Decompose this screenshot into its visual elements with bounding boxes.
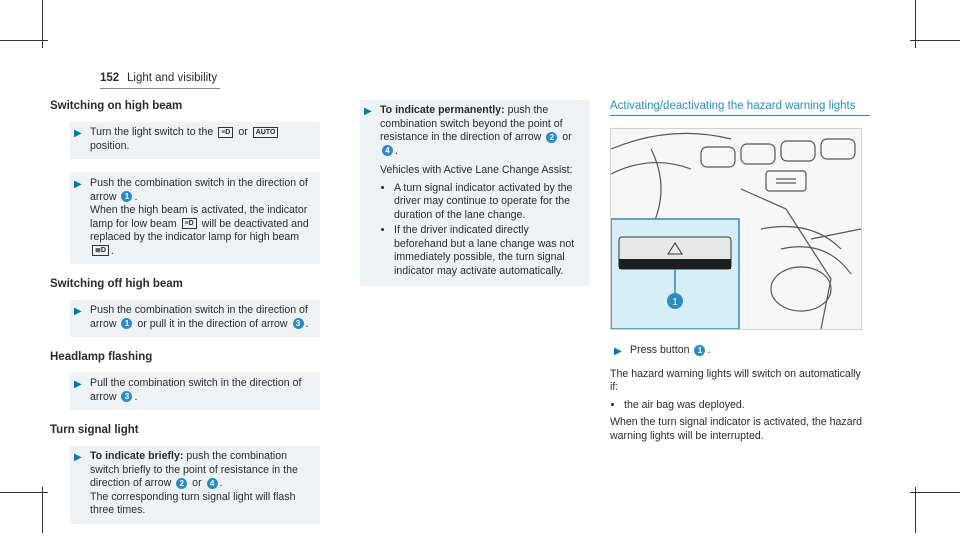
high-beam-icon: ≣D bbox=[92, 245, 109, 257]
heading-headlamp-flashing: Headlamp flashing bbox=[50, 351, 153, 363]
crop-mark bbox=[42, 487, 43, 533]
crop-mark bbox=[0, 40, 48, 41]
crop-mark bbox=[0, 492, 48, 493]
arrow-icon: ▶ bbox=[74, 306, 82, 317]
step-bold: To indicate briefly: bbox=[90, 450, 184, 462]
arrow-icon: ▶ bbox=[74, 452, 82, 463]
marker-4: 4 bbox=[206, 477, 218, 489]
list-item: the air bag was deployed. bbox=[624, 399, 870, 413]
step-press-button: ▶ Press button 1. bbox=[614, 344, 711, 357]
step-text: Pull the combination switch in the direc… bbox=[90, 377, 302, 403]
auto-on-list: the air bag was deployed. bbox=[610, 399, 870, 413]
low-beam-icon: ≡D bbox=[218, 126, 234, 138]
auto-light-icon: AUTO bbox=[252, 126, 279, 138]
step-bold: To indicate permanently: bbox=[380, 104, 505, 116]
low-beam-icon: ≡D bbox=[181, 218, 197, 230]
paragraph-interrupt: When the turn signal indicator is activa… bbox=[610, 416, 863, 442]
step-text: or bbox=[192, 477, 202, 489]
step-text: Turn the light switch to the bbox=[90, 126, 214, 138]
hazard-button-illustration: 1 bbox=[610, 128, 862, 330]
step-indicate-briefly: ▶ To indicate briefly: push the combinat… bbox=[70, 446, 320, 524]
crop-mark bbox=[915, 487, 916, 533]
marker-4: 4 bbox=[382, 145, 393, 157]
step-turn-switch: ▶ Turn the light switch to the ≡D or AUT… bbox=[70, 122, 320, 159]
list-item: If the driver indicated directly beforeh… bbox=[394, 224, 584, 278]
step-text: When the high beam is activated, the ind… bbox=[90, 204, 308, 230]
heading-high-beam-on: Switching on high beam bbox=[50, 100, 183, 112]
crop-mark bbox=[910, 40, 960, 41]
crop-mark bbox=[910, 492, 960, 493]
arrow-icon: ▶ bbox=[364, 106, 372, 117]
marker-3: 3 bbox=[292, 318, 304, 330]
step-text: or bbox=[238, 126, 248, 138]
marker-2: 2 bbox=[546, 131, 558, 143]
arrow-icon: ▶ bbox=[614, 346, 622, 357]
heading-turn-signal: Turn signal light bbox=[50, 424, 139, 436]
marker-1: 1 bbox=[121, 318, 133, 330]
step-text: The corresponding turn signal light will… bbox=[90, 490, 296, 517]
step-push-switch: ▶ Push the combination switch in the dir… bbox=[70, 173, 320, 264]
dashboard-drawing: 1 bbox=[611, 132, 861, 329]
crop-mark bbox=[915, 0, 916, 48]
heading-high-beam-off: Switching off high beam bbox=[50, 278, 183, 290]
arrow-icon: ▶ bbox=[74, 379, 82, 390]
figure-marker-1: 1 bbox=[672, 297, 678, 308]
marker-3: 3 bbox=[121, 391, 133, 403]
arrow-icon: ▶ bbox=[74, 128, 82, 139]
column-middle: ▶ To indicate permanently: push the comb… bbox=[340, 100, 590, 300]
marker-2: 2 bbox=[176, 477, 188, 489]
assist-note: Vehicles with Active Lane Change Assist: bbox=[380, 164, 573, 176]
arrow-icon: ▶ bbox=[74, 179, 82, 190]
step-indicate-permanently: ▶ To indicate permanently: push the comb… bbox=[360, 100, 590, 286]
step-text: Push the combination switch in the direc… bbox=[90, 177, 308, 203]
step-switch-off: ▶ Push the combination switch in the dir… bbox=[70, 300, 320, 337]
page-title: Light and visibility bbox=[127, 72, 218, 84]
step-text: Push the combination switch in the direc… bbox=[90, 304, 308, 330]
column-left: Switching on high beam ▶ Turn the light … bbox=[50, 100, 320, 538]
marker-1: 1 bbox=[121, 191, 133, 203]
section-title: Activating/deactivating the hazard warni… bbox=[610, 100, 870, 116]
step-text: will be deactivated and replaced by the … bbox=[90, 217, 309, 244]
list-item: A turn signal indicator activated by the… bbox=[394, 182, 584, 223]
assist-list: A turn signal indicator activated by the… bbox=[380, 182, 584, 279]
column-right: Activating/deactivating the hazard warni… bbox=[610, 100, 870, 443]
step-text: or bbox=[562, 131, 572, 143]
step-text: or pull it in the direction of arrow bbox=[137, 317, 288, 330]
step-text: push the combination switch briefly to t… bbox=[90, 450, 298, 489]
crop-mark bbox=[42, 0, 43, 48]
step-flash: ▶ Pull the combination switch in the dir… bbox=[70, 373, 320, 410]
step-text: position. bbox=[90, 139, 130, 152]
step-text: push the combination switch beyond the p… bbox=[380, 104, 563, 143]
marker-1: 1 bbox=[694, 344, 706, 356]
page-number: 152 bbox=[100, 72, 120, 84]
step-text: Press button bbox=[630, 344, 690, 356]
header-divider bbox=[100, 88, 220, 89]
paragraph-auto-on: The hazard warning lights will switch on… bbox=[610, 367, 861, 394]
